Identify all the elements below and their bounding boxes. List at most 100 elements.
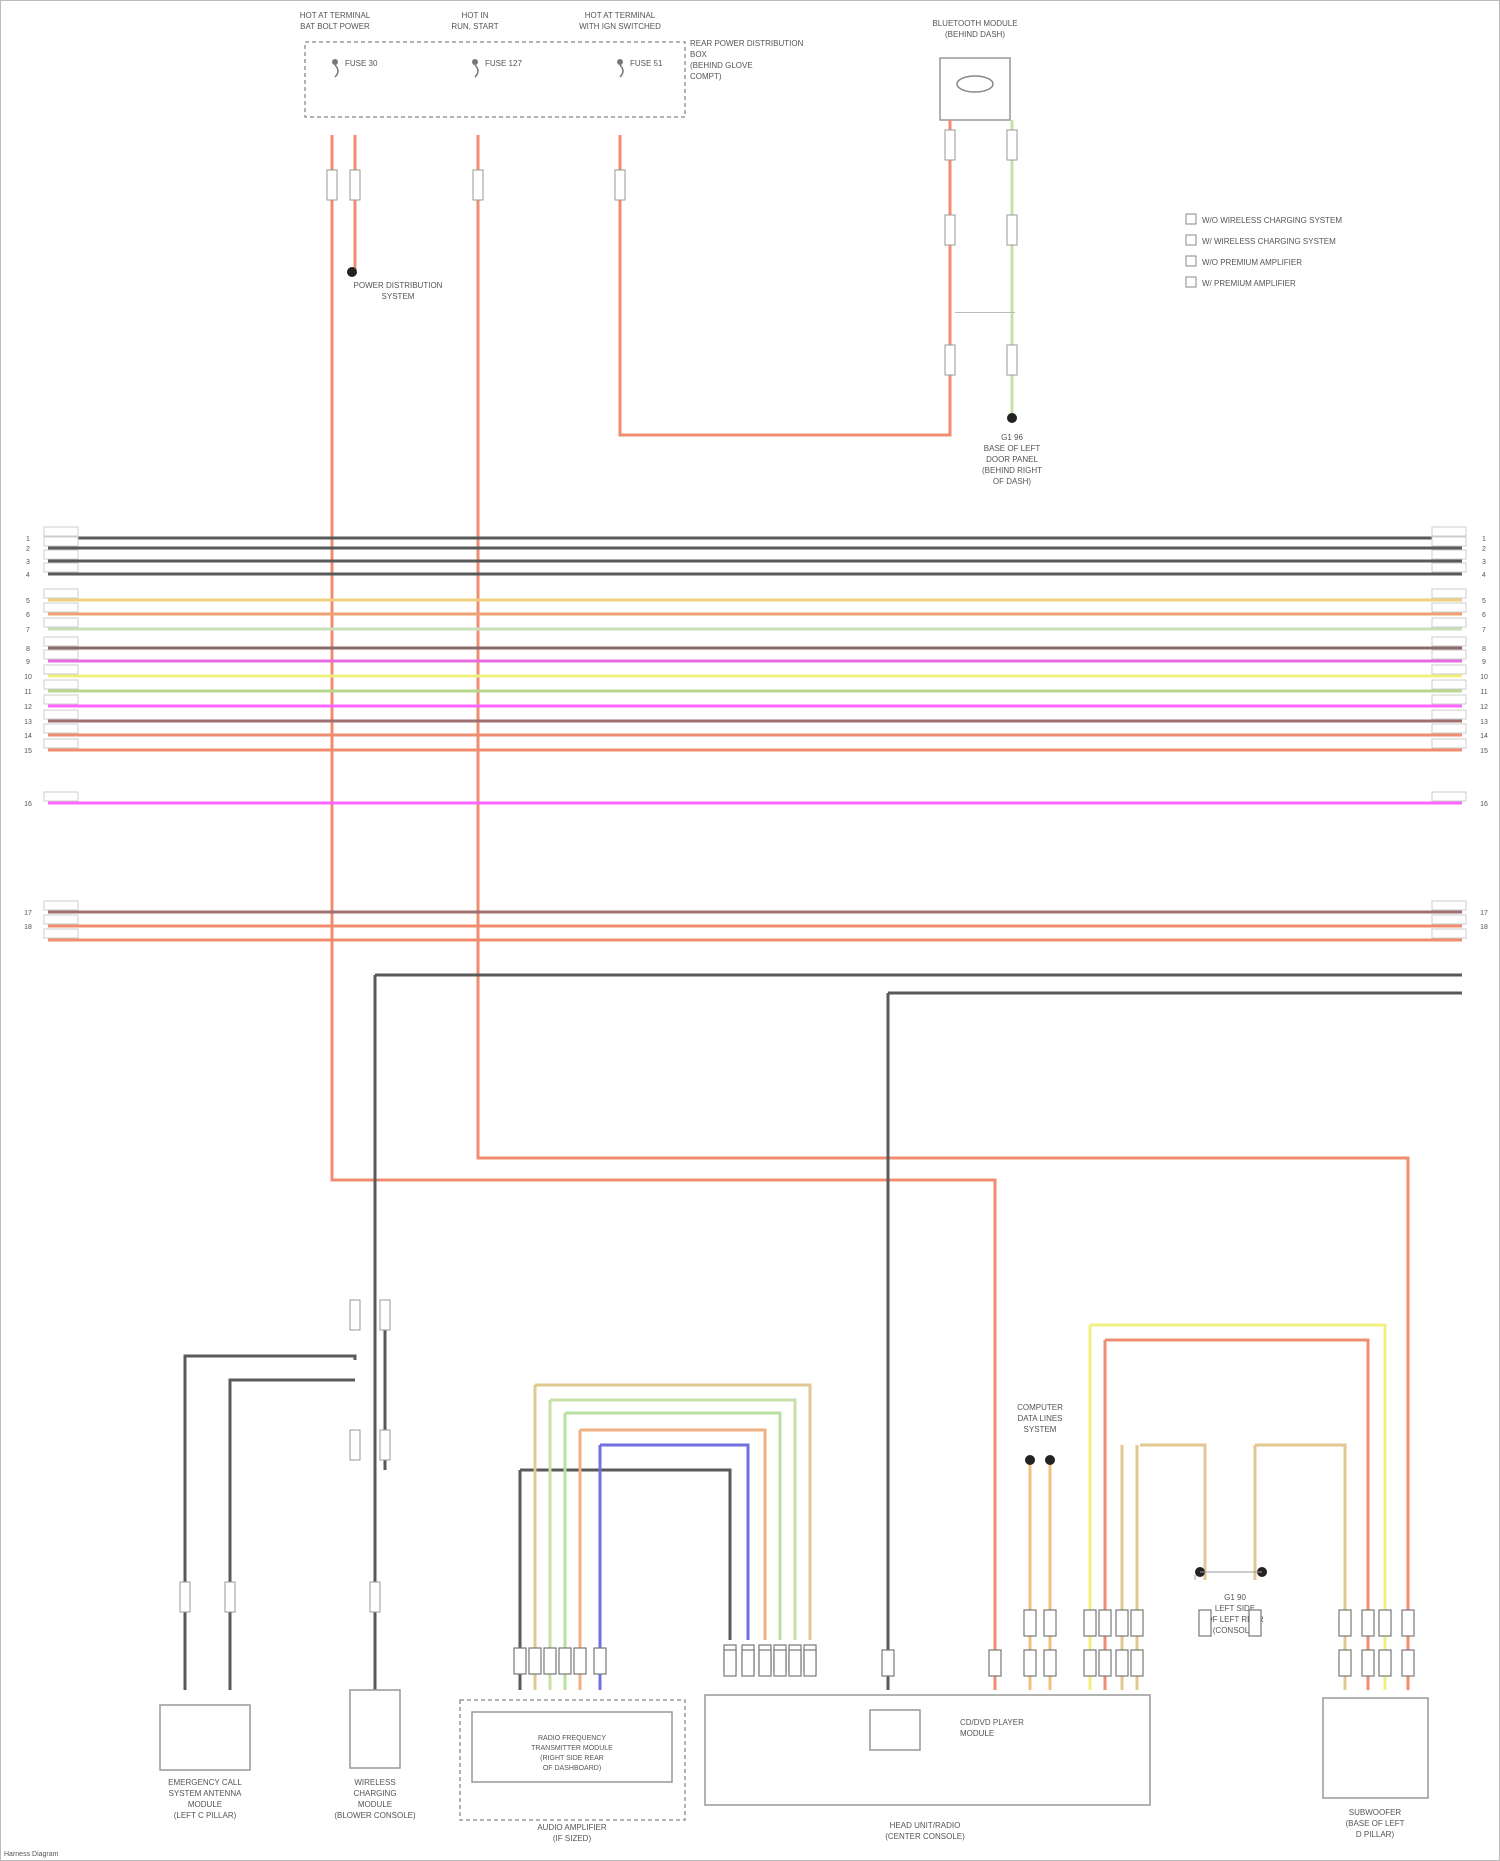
wire-end-label <box>1432 724 1466 733</box>
wire-end-label <box>44 550 78 559</box>
wire-tag <box>1007 130 1017 160</box>
wire-end-label <box>1432 603 1466 612</box>
mid-splice-label: SYSTEM <box>1024 1425 1057 1434</box>
connector-pin <box>529 1648 541 1674</box>
connector-pin <box>1199 1610 1211 1636</box>
wire-number: 17 <box>1480 910 1488 917</box>
wire-end-label <box>44 665 78 674</box>
connector-pin <box>544 1648 556 1674</box>
fuse-number: FUSE 51 <box>630 59 663 68</box>
wire-tag <box>945 215 955 245</box>
wire-tag <box>380 1300 390 1330</box>
wire-end-label <box>44 589 78 598</box>
ground-dot <box>1007 413 1017 423</box>
fuse-block <box>305 42 685 117</box>
wireless-charging-label: MODULE <box>358 1800 392 1809</box>
wire-end-label <box>1432 915 1466 924</box>
wire-end-label <box>1432 550 1466 559</box>
amplifier-inner-label: RADIO FREQUENCY <box>538 1735 606 1742</box>
splice-label: POWER DISTRIBUTION <box>354 281 443 290</box>
legend-swatch <box>1186 214 1196 224</box>
fuse-icon <box>332 59 338 65</box>
emergency-antenna-label: EMERGENCY CALL <box>168 1778 242 1787</box>
connector-pin <box>789 1650 801 1676</box>
amplifier-inner-label: TRANSMITTER MODULE <box>531 1745 613 1752</box>
connector-pin <box>1116 1650 1128 1676</box>
wire-end-label <box>44 637 78 646</box>
wire-tag <box>473 170 483 200</box>
connector-pin <box>1379 1650 1391 1676</box>
wire-tag <box>350 1300 360 1330</box>
wire-number: 2 <box>1482 546 1486 553</box>
wire-number: 8 <box>1482 646 1486 653</box>
wire-number: 6 <box>26 612 30 619</box>
wire-tag <box>1007 345 1017 375</box>
wire-number: 9 <box>1482 659 1486 666</box>
connector-pin <box>1362 1610 1374 1636</box>
head-unit-inner-label: CD/DVD PLAYER <box>960 1718 1024 1727</box>
legend-item: W/O WIRELESS CHARGING SYSTEM <box>1202 216 1342 225</box>
fuse-title: HOT AT TERMINAL <box>585 11 656 20</box>
mid-splice-label: DATA LINES <box>1017 1414 1062 1423</box>
ground-label: G1 96 <box>1001 433 1023 442</box>
head-unit-label: HEAD UNIT/RADIO <box>890 1821 961 1830</box>
wire-number: 5 <box>26 598 30 605</box>
wire-number: 14 <box>1480 733 1488 740</box>
wire-end-label <box>44 527 78 536</box>
head-unit-label: (CENTER CONSOLE) <box>885 1832 965 1841</box>
amplifier-label: AUDIO AMPLIFIER <box>537 1823 607 1832</box>
subwoofer-label: D PILLAR) <box>1356 1830 1395 1839</box>
connector-pin <box>1249 1610 1261 1636</box>
emergency-antenna-module <box>160 1705 250 1770</box>
divider <box>955 312 1015 313</box>
wire-end-label <box>44 618 78 627</box>
wire-end-label <box>44 710 78 719</box>
fuse-title: HOT AT TERMINAL <box>300 11 371 20</box>
wire-end-label <box>1432 618 1466 627</box>
wire-end-label <box>1432 589 1466 598</box>
wire-end-label <box>1432 792 1466 801</box>
fuse-title: HOT IN <box>462 11 489 20</box>
connector-pin <box>1024 1650 1036 1676</box>
wire-tag <box>945 130 955 160</box>
wire-number: 9 <box>26 659 30 666</box>
connector-pin <box>882 1650 894 1676</box>
legend-swatch <box>1186 235 1196 245</box>
wire-number: 15 <box>24 748 32 755</box>
wire-number: 3 <box>26 559 30 566</box>
connector-pin <box>1044 1610 1056 1636</box>
ground-label: (BEHIND RIGHT <box>982 466 1042 475</box>
wire-tag <box>350 170 360 200</box>
bluetooth-module-label: BLUETOOTH MODULE <box>932 19 1017 28</box>
emergency-antenna-label: MODULE <box>188 1800 222 1809</box>
wire-end-label <box>44 724 78 733</box>
wire-tag <box>180 1582 190 1612</box>
wire-number: 11 <box>24 689 31 696</box>
wire-number: 4 <box>1482 572 1486 579</box>
subwoofer-label: SUBWOOFER <box>1349 1808 1402 1817</box>
wire-end-label <box>44 792 78 801</box>
wire-tag <box>1007 215 1017 245</box>
wire-number: 17 <box>24 910 32 917</box>
wire-number: 15 <box>1480 748 1488 755</box>
ground-label: OF DASH) <box>993 477 1032 486</box>
wire-number: 5 <box>1482 598 1486 605</box>
ground-label: DOOR PANEL <box>986 455 1038 464</box>
data-wire <box>230 1380 355 1690</box>
connector-pin <box>989 1650 1001 1676</box>
wire-number: 6 <box>1482 612 1486 619</box>
wire-number: 7 <box>26 627 30 634</box>
wire-tag <box>615 170 625 200</box>
wire-end-label <box>1432 650 1466 659</box>
wire-end-label <box>1432 665 1466 674</box>
legend-item: W/ PREMIUM AMPLIFIER <box>1202 279 1296 288</box>
connector-pin <box>1362 1650 1374 1676</box>
wire-end-label <box>1432 695 1466 704</box>
wire-number: 3 <box>1482 559 1486 566</box>
wire-number: 1 <box>1482 536 1486 543</box>
connector-pin <box>594 1648 606 1674</box>
wire-tag <box>327 170 337 200</box>
connector-pin <box>1116 1610 1128 1636</box>
fuse-number: FUSE 127 <box>485 59 522 68</box>
